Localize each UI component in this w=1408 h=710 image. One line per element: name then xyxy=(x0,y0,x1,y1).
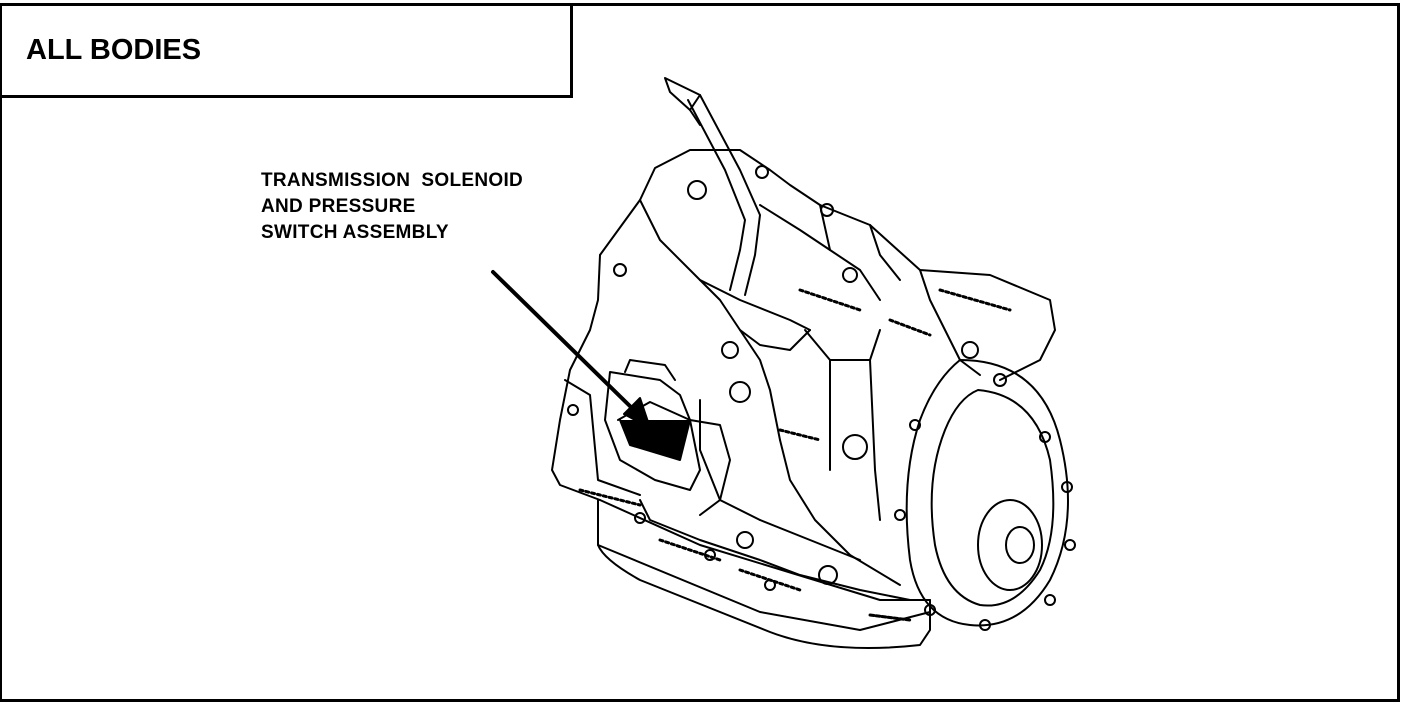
diagram-frame xyxy=(0,3,1400,702)
solenoid-assembly xyxy=(604,359,731,516)
page-title: ALL BODIES xyxy=(26,34,202,66)
bell-housing xyxy=(905,359,1069,627)
case-bolts xyxy=(567,165,1076,631)
callout-line-1: TRANSMISSION SOLENOID xyxy=(261,170,524,191)
component-callout-label: TRANSMISSION SOLENOID AND PRESSURE SWITC… xyxy=(261,168,523,246)
transaxle-case xyxy=(551,149,1056,601)
callout-line-3: SWITCH ASSEMBLY xyxy=(261,222,449,243)
callout-line-2: AND PRESSURE xyxy=(261,196,416,217)
title-box: ALL BODIES xyxy=(2,3,573,98)
dipstick-tube xyxy=(664,77,761,296)
ribbed-details xyxy=(578,288,1012,622)
